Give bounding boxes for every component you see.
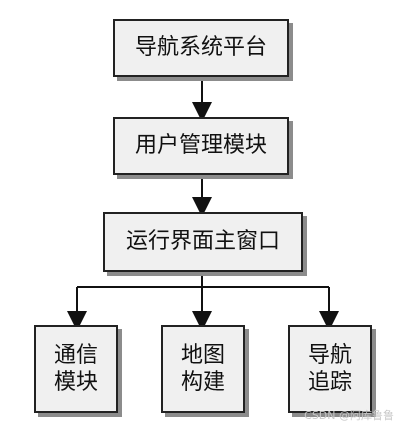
node-user-management: 用户管理模块 <box>113 117 289 175</box>
node-user-management-label: 用户管理模块 <box>134 133 267 159</box>
node-map-building-label: 地图 构建 <box>180 342 225 396</box>
node-communication-module-label: 通信 模块 <box>53 342 98 396</box>
node-main-window-label: 运行界面主窗口 <box>125 229 280 255</box>
node-navigation-platform-label: 导航系统平台 <box>134 35 267 61</box>
node-map-building: 地图 构建 <box>161 325 245 413</box>
node-navigation-tracking-label: 导航 追踪 <box>307 342 352 396</box>
node-navigation-tracking: 导航 追踪 <box>288 325 372 413</box>
node-main-window: 运行界面主窗口 <box>103 212 303 272</box>
watermark: CSDN @阿库鲁鲁 <box>304 409 394 422</box>
node-navigation-platform: 导航系统平台 <box>113 19 289 77</box>
node-communication-module: 通信 模块 <box>34 325 118 413</box>
